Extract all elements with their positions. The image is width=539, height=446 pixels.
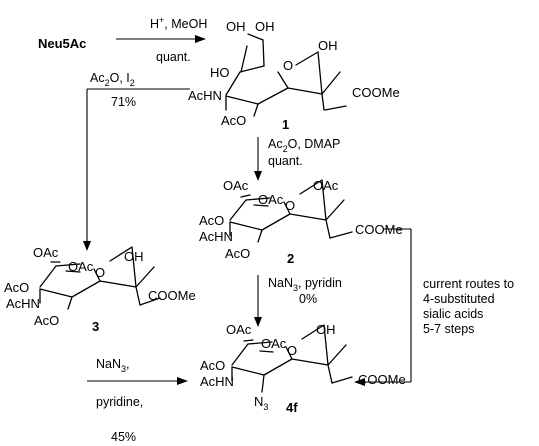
- c3-oh-anomeric: OH: [124, 249, 144, 264]
- step2-yield: quant.: [268, 154, 303, 168]
- c4f-azide: N3: [254, 394, 268, 412]
- routes-note-line-4: 5-7 steps: [423, 322, 474, 336]
- step5-solvent: pyridine,: [96, 395, 143, 409]
- c1-aco: AcO: [221, 113, 246, 128]
- c4f-number: 4f: [286, 400, 298, 415]
- svg-text:Ac2O, I2: Ac2O, I2: [90, 71, 135, 88]
- routes-note-line-1: current routes to: [423, 277, 514, 291]
- step3-reagent: Ac2O, I2: [90, 71, 135, 88]
- c3-achn: AcHN: [6, 296, 40, 311]
- step4-yield: 0%: [299, 292, 317, 306]
- step1-yield: quant.: [156, 50, 191, 64]
- compound-1: OH OH OH HO O AcHN AcO COOMe 1: [188, 19, 400, 132]
- c4f-achn: AcHN: [200, 374, 234, 389]
- c3-oac1: OAc: [33, 245, 59, 260]
- c2-ring-o: O: [285, 198, 295, 213]
- step4-reagent: NaN3, pyridin: [268, 276, 342, 293]
- start-compound-label: Neu5Ac: [38, 36, 86, 51]
- c4f-ring-o: O: [287, 343, 297, 358]
- routes-arrowhead: [354, 378, 365, 386]
- c4f-aco-side: AcO: [200, 358, 225, 373]
- step2-reagent: Ac2O, DMAP: [268, 137, 340, 154]
- c3-ester: COOMe: [148, 288, 196, 303]
- step5-arrowhead: [177, 377, 188, 385]
- c1-oh-right: OH: [255, 19, 275, 34]
- step5-yield: 45%: [111, 430, 136, 444]
- c1-achn: AcHN: [188, 88, 222, 103]
- c2-aco-side: AcO: [199, 213, 224, 228]
- c4f-ester: COOMe: [358, 372, 406, 387]
- c2-achn: AcHN: [199, 229, 233, 244]
- svg-text:NaN3,: NaN3,: [96, 357, 130, 374]
- c1-oh-anomeric: OH: [318, 38, 338, 53]
- step1-arrowhead: [195, 35, 206, 43]
- routes-note-line-2: 4-substituted: [423, 292, 495, 306]
- routes-note-line-3: sialic acids: [423, 307, 483, 321]
- c1-oh-left: OH: [226, 19, 246, 34]
- c3-aco: AcO: [34, 313, 59, 328]
- svg-text:H+, MeOH: H+, MeOH: [150, 15, 207, 31]
- step3-yield: 71%: [111, 95, 136, 109]
- c1-ho: HO: [210, 65, 230, 80]
- c1-ester: COOMe: [352, 85, 400, 100]
- c4f-oac1: OAc: [226, 322, 252, 337]
- c2-aco: AcO: [225, 246, 250, 261]
- c3-aco-side: AcO: [4, 280, 29, 295]
- step5-reagent: NaN3,: [96, 357, 130, 374]
- c2-ester: COOMe: [355, 222, 403, 237]
- c3-number: 3: [92, 319, 99, 334]
- step3-arrowhead: [83, 241, 91, 251]
- step4-arrowhead: [254, 317, 262, 327]
- c1-number: 1: [282, 117, 289, 132]
- routes-note: current routes to 4-substituted sialic a…: [423, 277, 514, 336]
- c2-oac2: OAc: [258, 192, 284, 207]
- compound-3: OAc OAc OH AcO O AcHN AcO COOMe 3: [4, 245, 196, 334]
- c4f-oac2: OAc: [261, 336, 287, 351]
- c3-oac2: OAc: [68, 259, 94, 274]
- step2-arrowhead: [254, 171, 262, 181]
- c1-ring-o: O: [283, 58, 293, 73]
- c3-ring-o: O: [95, 265, 105, 280]
- svg-text:Ac2O, DMAP: Ac2O, DMAP: [268, 137, 340, 154]
- step1-reagent: H+, MeOH: [150, 15, 207, 31]
- compound-2: OAc OAc OAc AcO O AcHN AcO COOMe 2: [199, 178, 403, 266]
- c2-number: 2: [287, 251, 294, 266]
- svg-text:N3: N3: [254, 394, 268, 412]
- compound-4f: OAc OAc OH AcO O AcHN N3 COOMe 4f: [200, 322, 406, 415]
- c2-oac-anomeric: OAc: [313, 178, 339, 193]
- c2-oac1: OAc: [223, 178, 249, 193]
- c4f-oh-anomeric: OH: [316, 322, 336, 337]
- svg-text:NaN3, pyridin: NaN3, pyridin: [268, 276, 342, 293]
